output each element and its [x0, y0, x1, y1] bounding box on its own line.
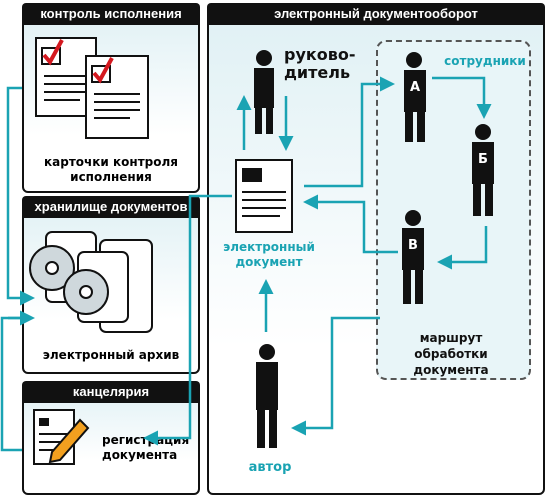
storage-panel-title: хранилище документов — [22, 196, 200, 218]
control-cards-icon — [35, 37, 149, 139]
author-person-icon — [256, 344, 278, 448]
edm-panel-title: электронный документооборот — [207, 3, 545, 25]
employee-b-icon — [472, 124, 494, 216]
employees-label: сотрудники — [444, 54, 526, 68]
route-label: маршрут обработки документа — [413, 331, 489, 377]
storage-panel-caption: электронный архив — [42, 348, 180, 362]
registration-document-icon — [33, 409, 90, 465]
manager-label: руково- дитель — [284, 45, 356, 82]
employee-v-letter: В — [408, 238, 418, 253]
control-panel-caption: карточки контроля исполнения — [44, 155, 178, 184]
office-panel-title: канцелярия — [22, 381, 200, 403]
control-panel-title: контроль исполнения — [22, 3, 200, 25]
electronic-document-icon — [235, 159, 293, 233]
employee-b-letter: Б — [478, 152, 488, 167]
employee-v-icon — [402, 210, 424, 304]
manager-person-icon — [254, 50, 274, 134]
employees-area — [376, 40, 531, 380]
flow-arrows — [0, 76, 492, 452]
archive-disc-icon — [29, 231, 153, 333]
document-label: электронный документ — [223, 240, 315, 269]
author-label: автор — [248, 460, 292, 475]
employee-a-icon — [404, 52, 426, 142]
employee-a-letter: А — [409, 80, 421, 95]
